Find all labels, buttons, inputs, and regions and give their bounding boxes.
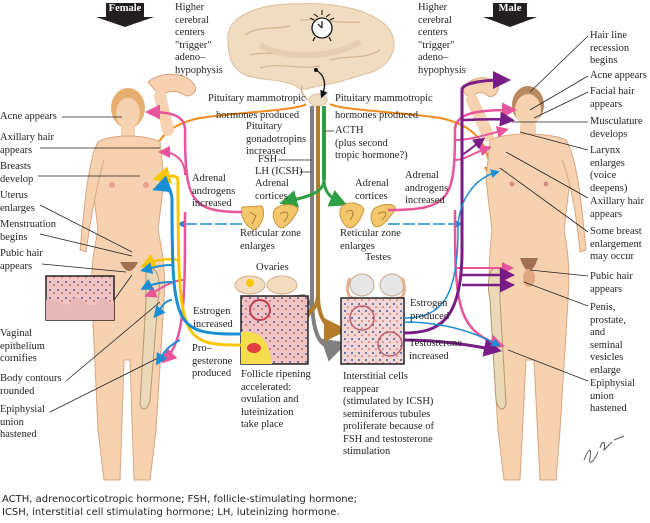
brain-to-pituitary-arrow xyxy=(315,69,328,99)
testis-tissue-section xyxy=(340,297,405,365)
male-header-arrow xyxy=(483,3,537,27)
reticular-zone-right: Reticular zone enlarges xyxy=(340,228,401,252)
male-label-epiphysial-union: Epiphysial union hastened xyxy=(590,378,635,414)
acth-label: ACTH (plus second tropic hormone?) xyxy=(335,125,408,161)
testosterone-label: Testosterone increased xyxy=(409,338,462,362)
male-label-breast-enlargement: Some breast enlargement may occur xyxy=(590,226,642,262)
fsh-label: FSH xyxy=(258,154,278,165)
adrenal-androgens-right: Adrenal androgens increased xyxy=(405,170,449,206)
female-label-pubic-hair: Pubic hair appears xyxy=(0,248,43,272)
brain-illustration xyxy=(227,3,395,107)
male-label-musculature: Musculature develops xyxy=(590,116,643,140)
progesterone-label: Pro– gesterone produced xyxy=(192,343,233,379)
reticular-zone-left: Reticular zone enlarges xyxy=(240,228,301,252)
interstitial-cells-label: Interstitial cells reappear (stimulated … xyxy=(343,371,434,457)
estrogen-increased-label: Estrogen increased xyxy=(193,306,233,330)
male-label-facial-hair: Facial hair appears xyxy=(590,86,635,110)
estrogen-produced-label: Estrogen produced xyxy=(410,298,450,322)
female-label-axillary-hair: Axillary hair appears xyxy=(0,132,54,156)
female-label-menstruation: Menstruation begins xyxy=(0,219,56,243)
male-label-pubic-hair: Pubic hair appears xyxy=(590,271,633,295)
gonadotropins-label: Pituitary gonadotropins increased xyxy=(246,121,307,157)
brain-left-label: Higher cerebral centers "trigger" adeno–… xyxy=(175,2,223,76)
male-hormone-arrows xyxy=(387,71,517,357)
alarm-clock-icon xyxy=(309,10,335,42)
testes-label: Testes xyxy=(365,252,392,263)
male-label-axillary-hair: Axillary hair appears xyxy=(590,196,644,220)
abbreviations-caption: ACTH, adrenocorticotropic hormone; FSH, … xyxy=(2,494,358,518)
male-header: Male xyxy=(498,3,522,14)
female-label-vaginal-epithelium: Vaginal epithelium cornifies xyxy=(0,328,45,364)
female-header-arrow xyxy=(96,3,154,27)
lh-icsh-label: LH (ICSH) xyxy=(255,166,303,177)
mammotropic-right-line1: Pituitary mammotropic xyxy=(335,93,433,104)
ovaries-label: Ovaries xyxy=(256,262,289,273)
male-label-hair-line: Hair line recession begins xyxy=(590,30,630,66)
female-label-breasts: Breasts develop xyxy=(0,161,34,185)
female-leader-lines xyxy=(38,116,165,413)
adrenal-cortices-left: Adrenal cortices xyxy=(255,178,289,202)
adrenal-glands xyxy=(241,202,396,231)
male-label-larynx: Larynx enlarges (voice deepens) xyxy=(590,145,628,194)
mammotropic-left-line2: hormones produced xyxy=(216,110,300,121)
male-label-penis-prostate: Penis, prostate, and seminal vesicles en… xyxy=(590,302,626,376)
ovaries-illustration xyxy=(234,275,298,295)
female-label-body-contours: Body contours rounded xyxy=(0,373,62,397)
mammotropic-right-line2: hormones produced xyxy=(335,110,419,121)
brain-right-label: Higher cerebral centers "trigger" adeno–… xyxy=(418,2,466,76)
female-label-uterus: Uterus enlarges xyxy=(0,190,35,214)
testes-illustration xyxy=(346,273,406,300)
male-leader-lines xyxy=(499,35,589,382)
female-label-acne: Acne appears xyxy=(0,111,57,122)
female-hormone-arrows xyxy=(140,104,243,366)
female-header: Female xyxy=(108,3,142,14)
mammotropic-left-line1: Pituitary mammotropic xyxy=(208,93,306,104)
netter-signature xyxy=(583,435,625,463)
male-label-acne: Acne appears xyxy=(590,70,647,81)
female-label-epiphysial-union: Epiphysial union hastened xyxy=(0,404,45,440)
follicle-label: Follicle ripening accelerated: ovulation… xyxy=(241,369,311,430)
adrenal-androgens-left: Adrenal androgens increased xyxy=(192,173,236,209)
adrenal-cortices-right: Adrenal cortices xyxy=(355,178,389,202)
male-figure xyxy=(461,77,587,481)
